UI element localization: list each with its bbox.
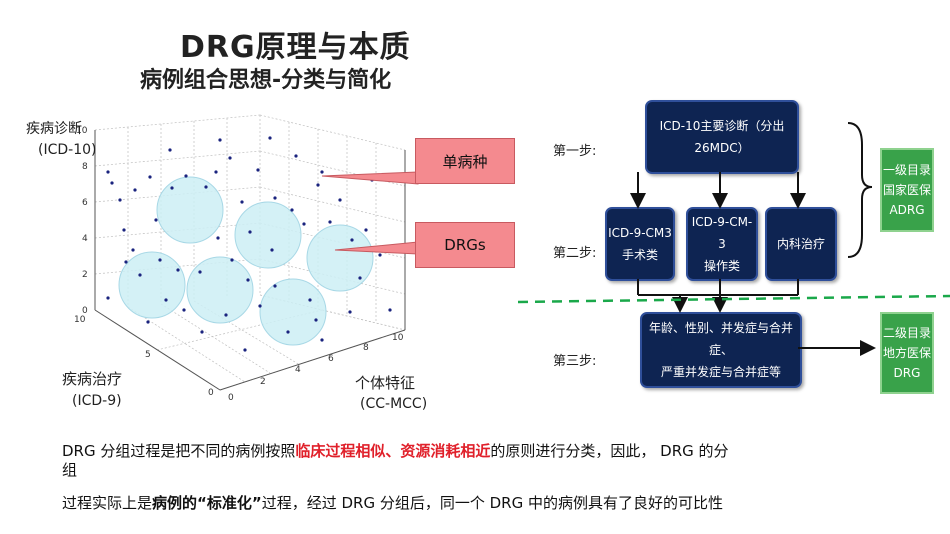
p1-part-a: DRG 分组过程是把不同的病例按照 <box>62 442 296 460</box>
callout-pointers <box>321 171 419 255</box>
p2-part-b: 过程，经过 DRG 分组后，同一个 DRG 中的病例具有了良好的可比性 <box>261 494 724 512</box>
operation-line1: ICD-9-CM-3 <box>691 215 753 251</box>
drg-line1: 二级目录 <box>882 326 931 340</box>
adrg-line3: ADRG <box>889 203 925 217</box>
z-axis-label: 疾病诊断 <box>26 121 82 137</box>
features-line1: 年龄、性别、并发症与合并症、 <box>648 321 793 357</box>
callout-drgs: DRGs <box>415 222 515 268</box>
z-tick: 8 <box>82 162 88 172</box>
x-tick: 6 <box>328 354 334 364</box>
operation-line2: 操作类 <box>703 259 740 273</box>
adrg-box: 一级目录 国家医保 ADRG <box>880 148 934 232</box>
adrg-line1: 一级目录 <box>882 163 931 177</box>
y-axis-code: (ICD-9) <box>72 393 122 409</box>
x-axis-code: (CC-MCC) <box>360 396 428 412</box>
callout-single-disease: 单病种 <box>415 138 515 184</box>
y-tick: 0 <box>208 388 214 398</box>
page-title: DRG原理与本质 <box>180 30 411 65</box>
x-axis-label: 个体特征 <box>355 374 416 392</box>
p1-highlight: 临床过程相似、资源消耗相近 <box>295 442 491 460</box>
paragraph-line1: DRG 分组过程是把不同的病例按照临床过程相似、资源消耗相近的原则进行分类，因此… <box>62 440 729 461</box>
features-line2: 严重并发症与合并症等 <box>660 365 781 379</box>
step-3-label: 第三步: <box>553 354 597 369</box>
x-tick: 2 <box>260 377 266 387</box>
y-ticks: 0 5 10 <box>74 315 214 398</box>
z-tick: 4 <box>82 234 88 244</box>
paragraph-line3: 过程实际上是病例的“标准化”过程，经过 DRG 分组后，同一个 DRG 中的病例… <box>62 492 723 513</box>
divider-dashed-line <box>517 294 950 304</box>
drg-line3: DRG <box>893 366 921 380</box>
z-tick: 0 <box>82 306 88 316</box>
surgery-line1: ICD-9-CM3 <box>608 226 672 240</box>
drg-line2: 地方医保 <box>882 346 931 360</box>
p2-part-a: 过程实际上是 <box>62 494 153 512</box>
z-axis-code: (ICD-10) <box>38 142 97 158</box>
surgery-line2: 手术类 <box>621 248 658 262</box>
drg-box: 二级目录 地方医保 DRG <box>880 312 934 394</box>
p2-bold: 病例的“标准化” <box>152 494 262 512</box>
page-subtitle: 病例组合思想-分类与简化 <box>140 68 392 93</box>
icd10-diagnosis-box: ICD-10主要诊断（分出26MDC） <box>645 100 799 174</box>
x-ticks: 0 2 4 6 8 10 <box>228 333 404 400</box>
patient-features-box: 年龄、性别、并发症与合并症、 严重并发症与合并症等 <box>640 312 802 388</box>
y-tick: 10 <box>74 315 86 325</box>
cluster-spheres <box>118 176 374 346</box>
x-tick: 4 <box>295 365 301 375</box>
x-tick: 10 <box>392 333 404 343</box>
z-tick: 2 <box>82 270 88 280</box>
step-1-label: 第一步: <box>553 144 597 159</box>
y-axis-label: 疾病治疗 <box>62 370 123 388</box>
x-tick: 0 <box>228 393 234 400</box>
z-ticks: 0 2 4 6 8 10 <box>76 126 88 316</box>
operation-box: ICD-9-CM-3 操作类 <box>686 207 758 281</box>
z-tick: 10 <box>76 126 88 136</box>
adrg-line2: 国家医保 <box>882 183 931 197</box>
p1-part-b: 的原则进行分类，因此， DRG 的分 <box>490 442 729 460</box>
z-tick: 6 <box>82 198 88 208</box>
y-tick: 5 <box>145 350 151 360</box>
flow-connectors <box>517 122 950 356</box>
step-2-label: 第二步: <box>553 246 597 261</box>
paragraph-line2: 组 <box>62 461 78 479</box>
x-tick: 8 <box>363 343 369 353</box>
